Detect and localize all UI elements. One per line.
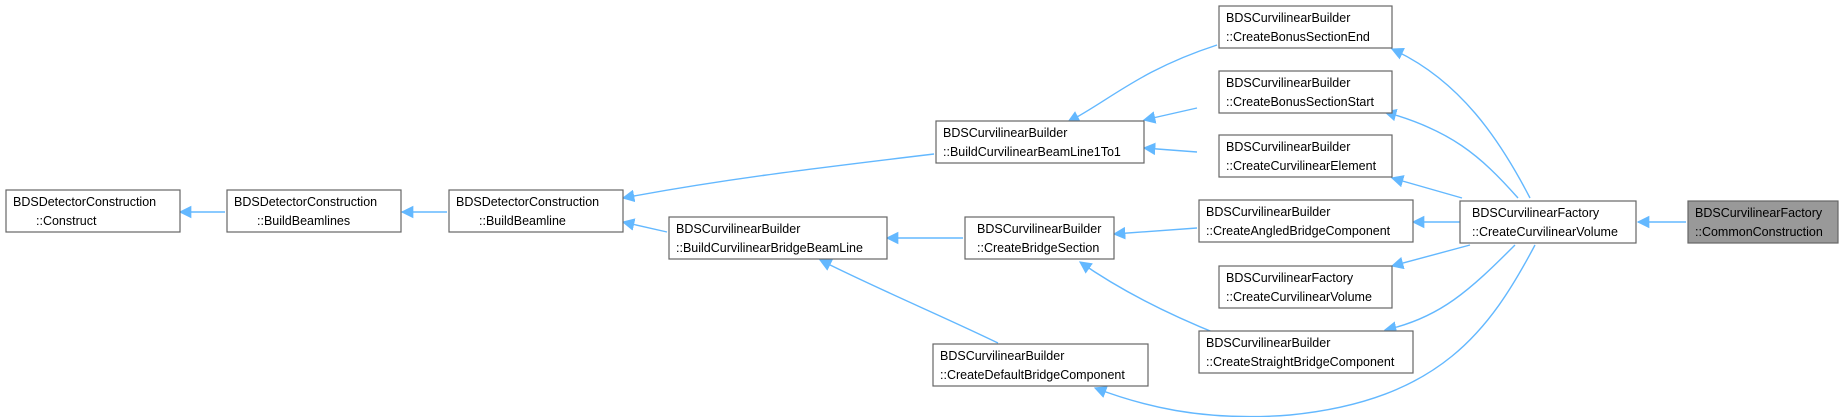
node-createangledbridge-line2: ::CreateAngledBridgeComponent (1206, 224, 1391, 238)
node-buildbeamline1to1[interactable]: BDSCurvilinearBuilder ::BuildCurvilinear… (935, 120, 1145, 164)
node-createbonussectionend-line2: ::CreateBonusSectionEnd (1226, 30, 1370, 44)
edge-beamline1to1-to-buildbeamline (621, 153, 935, 203)
node-factorycreatevolume-line2: ::CreateCurvilinearVolume (1472, 225, 1618, 239)
node-createcurvilinearelement[interactable]: BDSCurvilinearBuilder ::CreateCurvilinea… (1218, 134, 1393, 178)
node-createbridgesection-line2: ::CreateBridgeSection (977, 241, 1099, 255)
node-createbonussectionstart[interactable]: BDSCurvilinearBuilder ::CreateBonusSecti… (1218, 70, 1393, 114)
node-construct-line2: ::Construct (36, 214, 97, 228)
edge-factoryvol-to-straightbridge (1383, 244, 1516, 334)
edge-straightbridge-to-bridgesection (1078, 261, 1221, 336)
node-factorycreatevolume-alt-line2: ::CreateCurvilinearVolume (1226, 290, 1372, 304)
edge-factoryvol-to-factoryalt (1390, 244, 1471, 270)
node-createbridgesection-line1: BDSCurvilinearBuilder (977, 222, 1101, 236)
node-buildbridgebeamline-line1: BDSCurvilinearBuilder (676, 222, 800, 236)
node-construct[interactable]: BDSDetectorConstruction ::Construct (5, 189, 181, 233)
node-buildbridgebeamline[interactable]: BDSCurvilinearBuilder ::BuildCurvilinear… (668, 216, 888, 260)
node-factorycreatevolume-line1: BDSCurvilinearFactory (1472, 206, 1600, 220)
edge-factoryvol-to-bonusend (1390, 47, 1531, 199)
edges (178, 44, 1686, 417)
node-commonconstruction[interactable]: BDSCurvilinearFactory ::CommonConstructi… (1687, 200, 1839, 244)
node-createbonussectionend-line1: BDSCurvilinearBuilder (1226, 11, 1350, 25)
edge-factoryvol-to-curvelement (1390, 175, 1463, 199)
node-createstraightbridge-line1: BDSCurvilinearBuilder (1206, 336, 1330, 350)
node-createdefaultbridge-line2: ::CreateDefaultBridgeComponent (940, 368, 1125, 382)
node-buildbeamline-line2: ::BuildBeamline (479, 214, 566, 228)
node-buildbridgebeamline-line2: ::BuildCurvilinearBridgeBeamLine (676, 241, 863, 255)
node-buildbeamline1to1-line1: BDSCurvilinearBuilder (943, 126, 1067, 140)
node-createstraightbridge[interactable]: BDSCurvilinearBuilder ::CreateStraightBr… (1198, 330, 1414, 374)
node-construct-line1: BDSDetectorConstruction (13, 195, 156, 209)
node-createstraightbridge-line2: ::CreateStraightBridgeComponent (1206, 355, 1395, 369)
node-createcurvilinearelement-line1: BDSCurvilinearBuilder (1226, 140, 1350, 154)
node-buildbeamline1to1-line2: ::BuildCurvilinearBeamLine1To1 (943, 145, 1121, 159)
node-createbonussectionstart-line1: BDSCurvilinearBuilder (1226, 76, 1350, 90)
node-createbonussectionend[interactable]: BDSCurvilinearBuilder ::CreateBonusSecti… (1218, 5, 1393, 49)
edge-factoryvol-to-bonusstart (1383, 108, 1519, 199)
edge-bridgebeamline-to-buildbeamline (621, 218, 668, 233)
edge-bonusstart-to-beamline1to1 (1142, 107, 1198, 124)
node-commonconstruction-line2: ::CommonConstruction (1695, 225, 1823, 239)
node-createbonussectionstart-line2: ::CreateBonusSectionStart (1226, 95, 1375, 109)
node-factorycreatevolume[interactable]: BDSCurvilinearFactory ::CreateCurvilinea… (1459, 200, 1637, 244)
node-createangledbridge[interactable]: BDSCurvilinearBuilder ::CreateAngledBrid… (1198, 199, 1414, 243)
node-buildbeamline[interactable]: BDSDetectorConstruction ::BuildBeamline (448, 189, 624, 233)
node-createcurvilinearelement-line2: ::CreateCurvilinearElement (1226, 159, 1377, 173)
edge-defaultbridge-to-bridgebeamline (818, 259, 999, 344)
node-buildbeamlines-line2: ::BuildBeamlines (257, 214, 350, 228)
edge-angledbridge-to-bridgesection (1112, 226, 1198, 240)
node-factorycreatevolume-alt-line1: BDSCurvilinearFactory (1226, 271, 1354, 285)
node-commonconstruction-line1: BDSCurvilinearFactory (1695, 206, 1823, 220)
node-createdefaultbridge-line1: BDSCurvilinearBuilder (940, 349, 1064, 363)
node-buildbeamline-line1: BDSDetectorConstruction (456, 195, 599, 209)
edge-factoryvol-to-defaultbridge (1093, 244, 1536, 417)
edge-curvelement-to-beamline1to1 (1142, 142, 1198, 156)
edge-bonusend-to-beamline1to1 (1066, 44, 1218, 123)
node-buildbeamlines[interactable]: BDSDetectorConstruction ::BuildBeamlines (226, 189, 402, 233)
node-createbridgesection[interactable]: BDSCurvilinearBuilder ::CreateBridgeSect… (964, 216, 1115, 260)
node-createangledbridge-line1: BDSCurvilinearBuilder (1206, 205, 1330, 219)
node-buildbeamlines-line1: BDSDetectorConstruction (234, 195, 377, 209)
node-createdefaultbridge[interactable]: BDSCurvilinearBuilder ::CreateDefaultBri… (932, 343, 1149, 387)
node-factorycreatevolume-alt[interactable]: BDSCurvilinearFactory ::CreateCurvilinea… (1218, 265, 1393, 309)
